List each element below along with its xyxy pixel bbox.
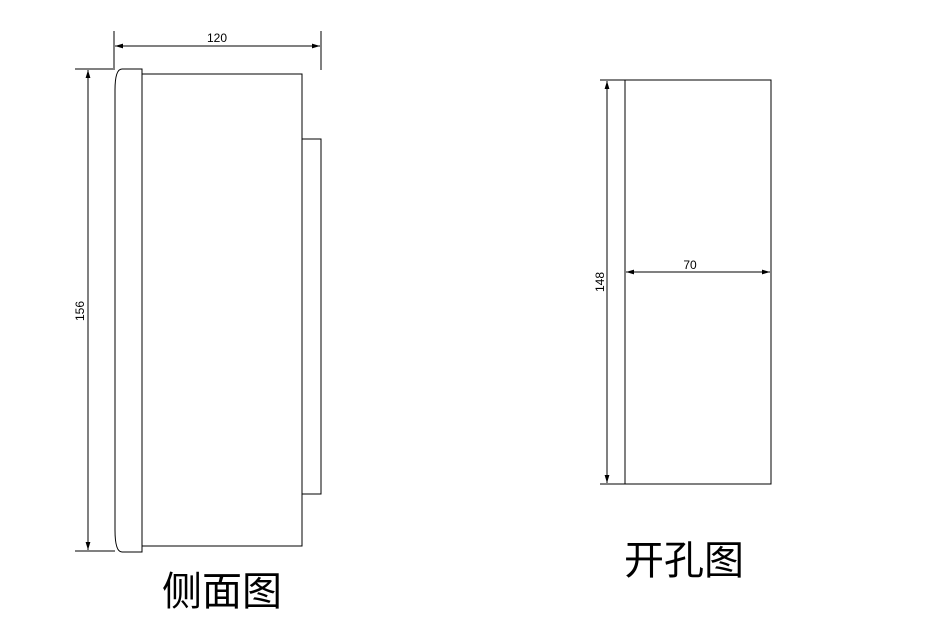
side-width-label: 120 [207, 31, 227, 45]
cutout-view-title: 开孔图 [624, 538, 744, 584]
side-view-body [141, 73, 303, 547]
cutout-width-label: 70 [683, 258, 697, 272]
side-view-title: 侧面图 [162, 569, 282, 615]
side-height-label: 156 [73, 301, 87, 321]
cutout-rectangle [624, 79, 772, 485]
cutout-view: 70 148 [593, 79, 772, 485]
cutout-height-label: 148 [593, 272, 607, 292]
side-view-bezel [114, 68, 143, 553]
side-view-rear-terminal [301, 138, 322, 495]
side-view: 120 156 [73, 31, 322, 553]
